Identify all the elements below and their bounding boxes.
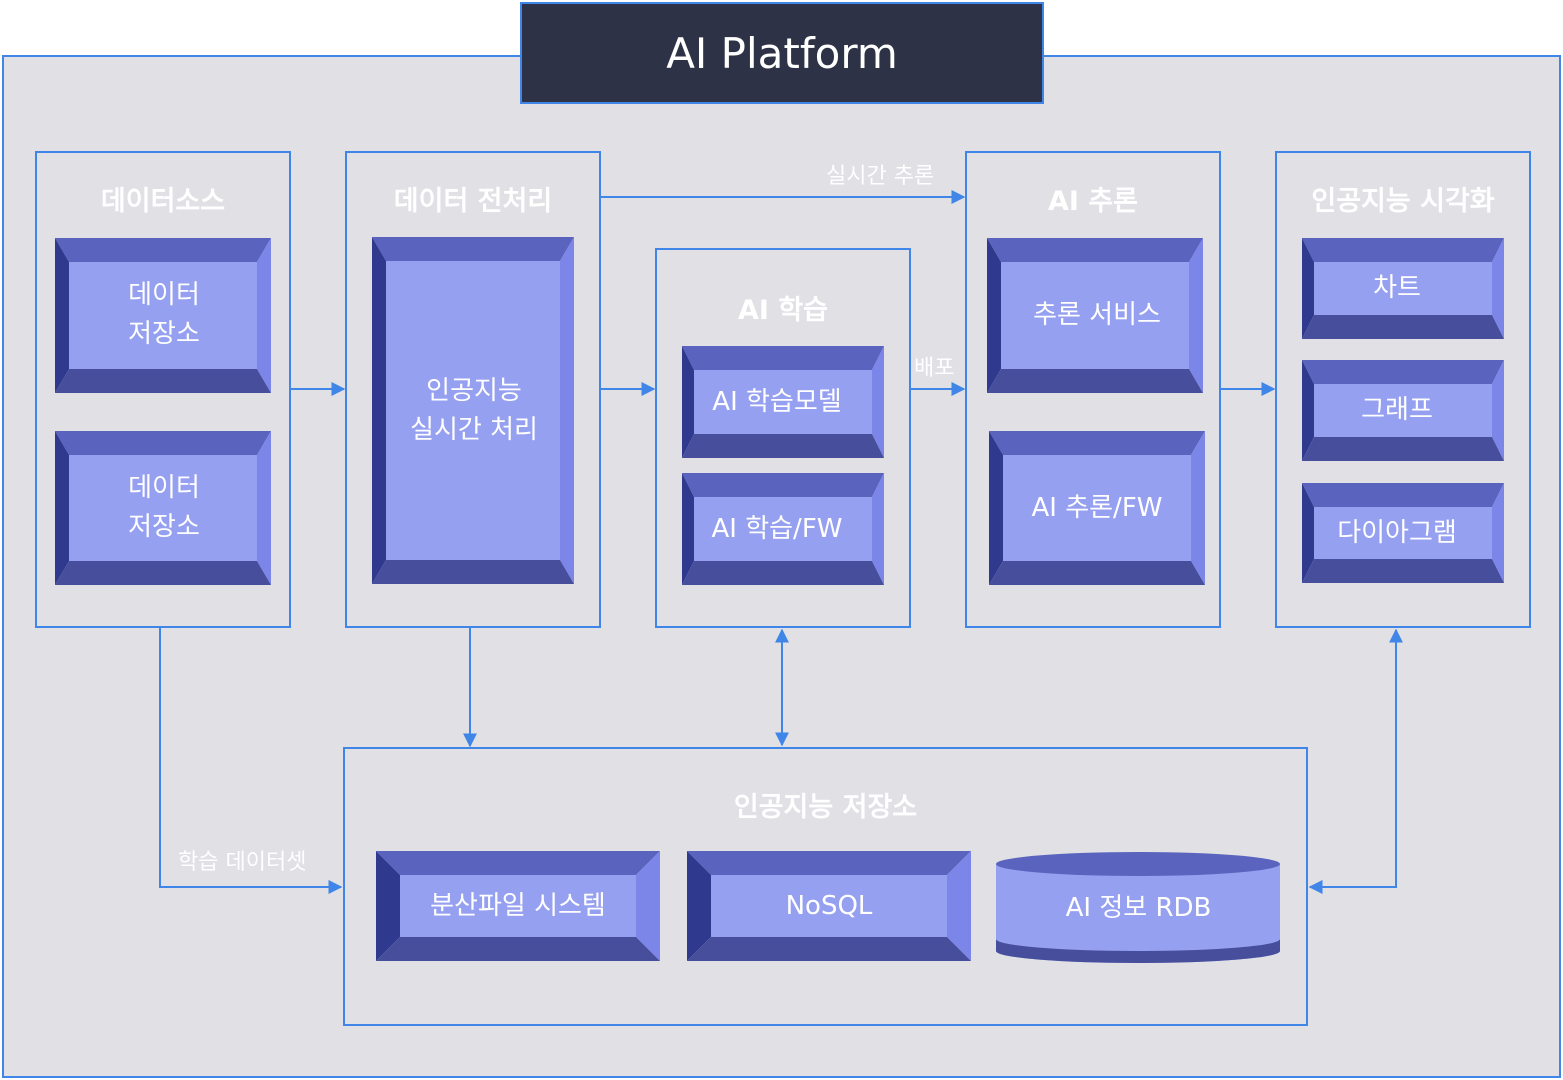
section-title-storage: 인공지능 저장소 [733, 792, 918, 823]
box-data-store-2-left [55, 431, 69, 585]
box-diagram-top [1302, 483, 1504, 507]
box-chart-right [1492, 238, 1504, 339]
box-chart-face [1314, 262, 1492, 315]
section-title-data-source: 데이터소스 [100, 186, 226, 217]
section-title-visualization: 인공지능 시각화 [1311, 186, 1495, 217]
section-title-ai-inference: AI 추론 [1047, 186, 1139, 217]
box-realtime-processing-left [372, 237, 386, 584]
section-data-source: 데이터소스 [35, 151, 291, 628]
box-diagram-bottom [1302, 559, 1504, 583]
box-graph-face [1314, 384, 1492, 437]
box-graph-left [1302, 360, 1314, 461]
box-inference-fw-bottom [989, 561, 1205, 585]
label-realtime-inference: 실시간 추론 [826, 164, 935, 189]
box-data-store-1-top [55, 238, 271, 262]
box-training-fw-bottom [682, 561, 884, 585]
box-nosql-left [687, 851, 711, 961]
box-data-store-2-face [69, 455, 257, 561]
box-chart-left [1302, 238, 1314, 339]
box-training-model-face [694, 370, 872, 434]
box-training-fw-right [872, 473, 884, 585]
box-inference-service-bottom [987, 369, 1203, 393]
section-title-ai-training: AI 학습 [737, 295, 829, 326]
box-diagram-left [1302, 483, 1314, 583]
box-data-store-2-right [257, 431, 271, 585]
cylinder-rdb-base [996, 939, 1280, 963]
section-storage: 인공지능 저장소 [343, 747, 1308, 1026]
box-inference-fw-face [1003, 455, 1191, 561]
box-inference-fw-top [989, 431, 1205, 455]
box-inference-fw-right [1191, 431, 1205, 585]
box-diagram-right [1492, 483, 1504, 583]
label-deploy: 배포 [914, 356, 955, 381]
box-dfs-bottom [376, 937, 660, 961]
box-nosql-face [711, 875, 947, 937]
section-visualization: 인공지능 시각화 [1275, 151, 1531, 628]
box-realtime-processing-top [372, 237, 574, 261]
box-nosql-right [947, 851, 971, 961]
box-data-store-1-bottom [55, 369, 271, 393]
box-dfs-top [376, 851, 660, 875]
box-inference-service-left [987, 238, 1001, 393]
box-graph-right [1492, 360, 1504, 461]
box-training-fw-face [694, 497, 872, 561]
box-chart-top [1302, 238, 1504, 262]
section-title-preprocessing: 데이터 전처리 [393, 186, 553, 217]
box-data-store-2-bottom [55, 561, 271, 585]
box-training-fw-top [682, 473, 884, 497]
box-dfs-right [636, 851, 660, 961]
box-realtime-processing-right [560, 237, 574, 584]
box-inference-service-right [1189, 238, 1203, 393]
box-dfs-left [376, 851, 400, 961]
box-inference-fw-left [989, 431, 1003, 585]
box-training-model-left [682, 346, 694, 458]
platform-title: AI Platform [520, 2, 1044, 104]
label-training-dataset: 학습 데이터셋 [178, 850, 307, 875]
cylinder-rdb-top [996, 852, 1280, 876]
box-data-store-1-left [55, 238, 69, 393]
box-inference-service-top [987, 238, 1203, 262]
section-ai-inference: AI 추론 [965, 151, 1221, 628]
box-data-store-2-top [55, 431, 271, 455]
box-inference-service-face [1001, 262, 1189, 369]
box-nosql-bottom [687, 937, 971, 961]
box-data-store-1-face [69, 262, 257, 369]
arrow-storage-visualization [1308, 628, 1403, 894]
box-realtime-processing-bottom [372, 560, 574, 584]
box-training-model-bottom [682, 434, 884, 458]
box-training-fw-left [682, 473, 694, 585]
section-ai-training: AI 학습 [655, 248, 911, 628]
box-training-model-top [682, 346, 884, 370]
box-training-model-right [872, 346, 884, 458]
cylinder-rdb-body [996, 864, 1280, 963]
arrow-source-to-storage [159, 628, 343, 894]
box-realtime-processing-face [386, 261, 560, 560]
box-graph-bottom [1302, 437, 1504, 461]
box-chart-bottom [1302, 315, 1504, 339]
section-preprocessing: 데이터 전처리 [345, 151, 601, 628]
box-dfs-face [400, 875, 636, 937]
box-diagram-face [1314, 507, 1492, 559]
box-data-store-1-right [257, 238, 271, 393]
box-graph-top [1302, 360, 1504, 384]
box-nosql-top [687, 851, 971, 875]
